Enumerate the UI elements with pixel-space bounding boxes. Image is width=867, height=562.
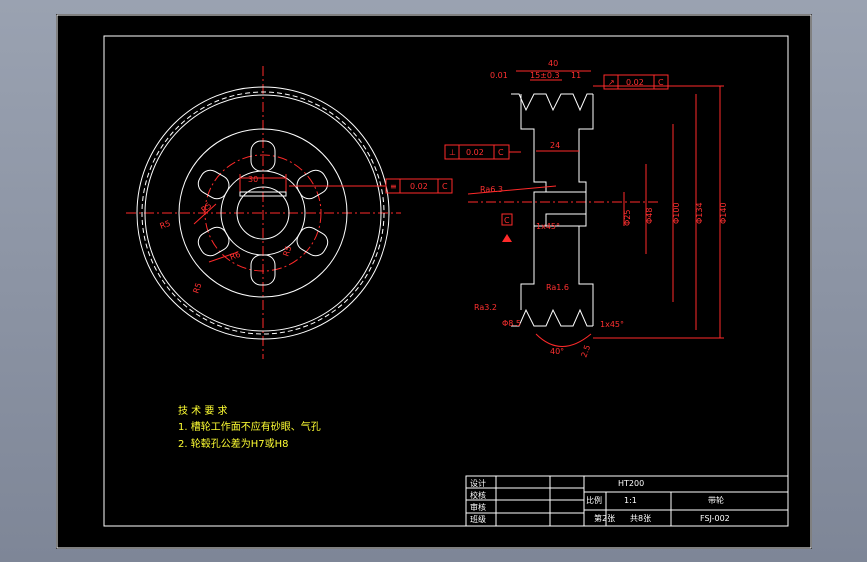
- dim-pitch: 15±0.3: [530, 71, 560, 80]
- roughness-groove: Ra3.2: [474, 303, 497, 312]
- web-hole: [250, 140, 276, 172]
- svg-text:0.02: 0.02: [466, 148, 484, 157]
- groove-angle-arc: [535, 333, 592, 347]
- dia-48: Φ48: [645, 208, 654, 224]
- tech-requirements: 技 术 要 求 1. 槽轮工作面不应有砂眼、气孔 2. 轮毂孔公差为H7或H8: [178, 404, 321, 450]
- label-class: 班级: [470, 514, 486, 524]
- outer-border: [56, 14, 812, 549]
- dim-width: 40: [548, 59, 558, 68]
- web-hole: [197, 169, 230, 200]
- front-view: 30 R5 R5 R6 R5 R5 ≡ 0.02 C: [126, 66, 453, 359]
- datum-triangle: [502, 234, 512, 242]
- groove-depth: Φ8.5: [502, 319, 521, 328]
- svg-text:⊥: ⊥: [449, 148, 456, 157]
- datum-label: C: [504, 216, 510, 225]
- roughness-web: Ra1.6: [546, 283, 569, 292]
- hub-bore-section: [533, 191, 587, 227]
- runout-tolerance-frame: ↗ 0.02 C: [603, 74, 669, 90]
- radius-label-3: R6: [229, 250, 242, 262]
- dia-134: Φ134: [695, 202, 704, 224]
- dim-edge: 11: [571, 71, 581, 80]
- datum-box: [501, 213, 513, 226]
- svg-text:C: C: [498, 148, 504, 157]
- svg-text:0.02: 0.02: [626, 78, 644, 87]
- groove-profile-top: [511, 93, 593, 112]
- rim-outer-circle: [136, 86, 390, 340]
- tol-datum: C: [442, 182, 448, 191]
- section-view: 40 15±0.3 11 0.01 ↗ 0.02 C ⊥ 0.02 C 24 R…: [444, 59, 728, 359]
- hub-tolerance-frame: ≡ 0.02 C: [385, 178, 453, 194]
- rim-inner-circle: [178, 128, 348, 298]
- drawing-number: FSJ-002: [700, 514, 730, 523]
- tech-item-2: 2. 轮毂孔公差为H7或H8: [178, 437, 288, 450]
- dia-100: Φ100: [672, 202, 681, 224]
- inner-border: [103, 35, 789, 527]
- rim-root-circle: [144, 94, 382, 332]
- label-review: 审核: [470, 502, 486, 512]
- web-hole: [296, 226, 329, 257]
- groove-angle: 40°: [550, 347, 564, 356]
- groove-profile-bottom: [511, 308, 593, 327]
- roughness-bore: Ra6.3: [480, 185, 503, 194]
- web-hole: [197, 226, 230, 257]
- dim-flatness: 0.01: [490, 71, 508, 80]
- scale-label: 比例: [586, 495, 602, 505]
- material: HT200: [618, 479, 644, 488]
- radius-label-2: R5: [159, 219, 172, 231]
- rim-pitch-circle: [141, 91, 385, 335]
- chamfer-bottom: 1x45°: [600, 320, 624, 329]
- hub-dim-label: 30: [248, 175, 258, 184]
- scale-value: 1:1: [624, 496, 637, 505]
- chamfer-top: 1x45°: [536, 222, 560, 231]
- radius-label-1: R5: [200, 201, 214, 215]
- tol-value: 0.02: [410, 182, 428, 191]
- radius-leader: [193, 203, 217, 225]
- title-block: 设计 校核 审核 班级 HT200 比例 1:1 带轮 第2张 共8张 FSJ-…: [465, 475, 789, 527]
- tech-heading: 技 术 要 求: [178, 404, 228, 417]
- part-name: 带轮: [708, 495, 724, 505]
- groove-top: 2.5: [579, 344, 592, 359]
- label-check: 校核: [470, 490, 486, 500]
- keyway: [239, 191, 287, 197]
- radius-label-5: R5: [281, 245, 293, 258]
- hole-pitch-circle: [204, 154, 322, 272]
- web-holes: [197, 140, 329, 286]
- tech-item-1: 1. 槽轮工作面不应有砂眼、气孔: [178, 420, 321, 433]
- sheet-total: 共8张: [630, 514, 651, 523]
- bore-circle: [236, 186, 290, 240]
- radius-leader: [208, 251, 239, 263]
- svg-text:C: C: [658, 78, 664, 87]
- dim-hub-len: 24: [550, 141, 560, 150]
- drawing-svg: 30 R5 R5 R6 R5 R5 ≡ 0.02 C 40: [56, 14, 812, 549]
- web-hole: [250, 254, 276, 286]
- perp-tolerance-frame: ⊥ 0.02 C: [444, 144, 510, 160]
- sheet-number: 第2张: [594, 513, 615, 523]
- web-hole: [296, 169, 329, 200]
- radius-label-4: R5: [191, 282, 203, 295]
- dia-25: Φ25: [623, 210, 632, 226]
- label-design: 设计: [470, 478, 486, 488]
- dia-140: Φ140: [719, 202, 728, 224]
- drawing-canvas[interactable]: 30 R5 R5 R6 R5 R5 ≡ 0.02 C 40: [56, 14, 812, 549]
- svg-text:↗: ↗: [608, 78, 615, 87]
- section-lower-body: [520, 213, 594, 326]
- tol-symbol: ≡: [390, 182, 397, 191]
